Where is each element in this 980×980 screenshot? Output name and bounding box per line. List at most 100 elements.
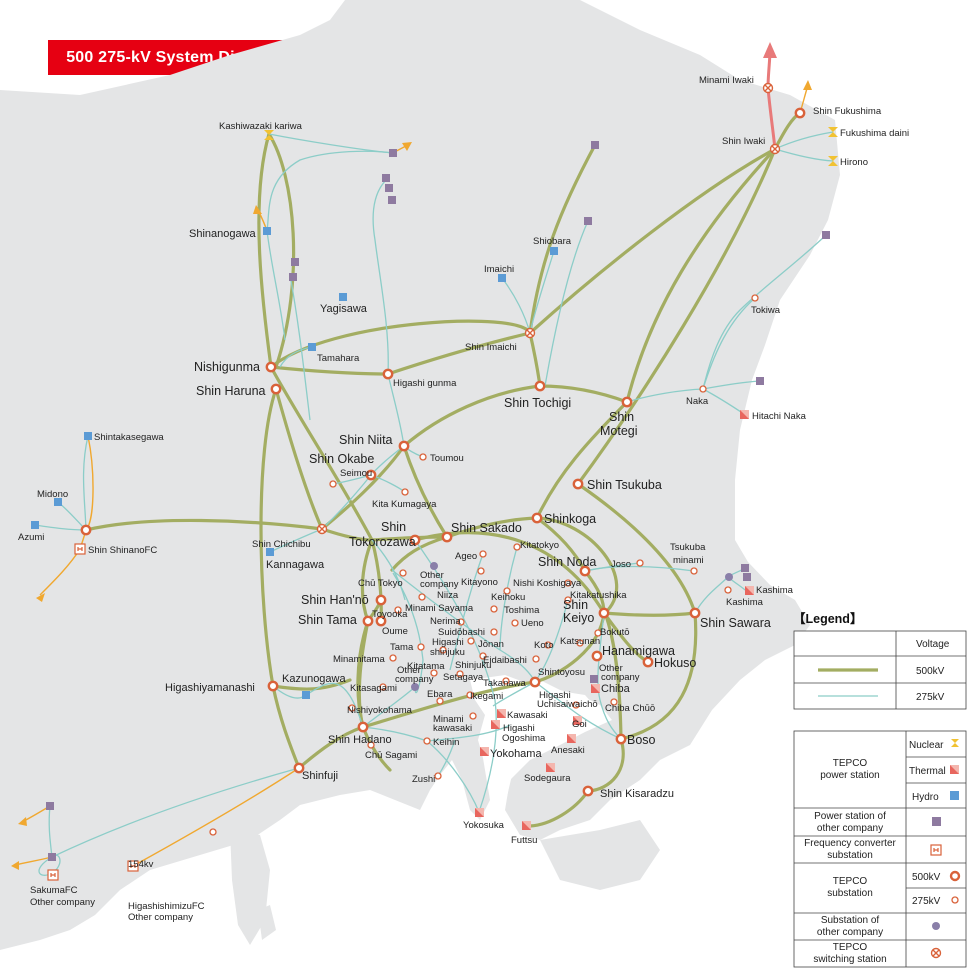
legend: 【Legend】 Voltage 500kV 275kV [793, 611, 967, 968]
hydro-shinanogawa [263, 227, 271, 235]
label-zushi: Zushi [412, 774, 435, 785]
node-ebara [436, 697, 444, 705]
legend-switch-1: TEPCO [833, 942, 868, 953]
label-shin-sakado: Shin Sakado [451, 521, 522, 535]
nuclear-kashiwazaki [264, 130, 274, 140]
line275-iwaki-fukushima [774, 131, 834, 150]
hydro-kannagawa [266, 548, 274, 556]
line-shinhadano-shintoyosu [361, 680, 537, 729]
label-shin-motegi-1: Shin [609, 410, 634, 424]
node-shin-fukushima [794, 107, 806, 119]
thermal-futtsu [522, 821, 531, 830]
label-chu-tokyo: Chū Tokyo [358, 578, 403, 589]
node-other-company-2 [411, 683, 419, 691]
label-minami-iwaki: Minami Iwaki [699, 75, 754, 86]
label-suidobashi: Suidōbashi [438, 627, 485, 638]
other-power-3 [385, 184, 393, 192]
other-power-10 [756, 377, 764, 385]
label-toshima: Toshima [504, 605, 540, 616]
line275-metro-b [414, 539, 497, 813]
label-hanamigawa: Hanamigawa [602, 644, 675, 658]
legend-freq-2: substation [827, 850, 873, 861]
label-futtsu: Futtsu [511, 835, 537, 846]
node-chu-sagami [367, 741, 375, 749]
node-kitatokyo [513, 543, 521, 551]
label-shin-iwaki: Shin Iwaki [722, 136, 765, 147]
label-kitayono: Kitayono [461, 577, 498, 588]
line-shinkisaradzu-futtsu [528, 789, 590, 828]
legend-nuclear: Nuclear [909, 740, 944, 751]
label-shin-hanno: Shin Han'nō [301, 593, 369, 607]
line275-shintakasegawa [82, 435, 89, 531]
label-shintakasegawa: Shintakasegawa [94, 432, 164, 443]
arrow-shinano-south [36, 593, 45, 602]
hydro-yagisawa [339, 293, 347, 301]
node-zushi [434, 772, 442, 780]
line275-yagisawa [289, 274, 311, 421]
legend-500kv: 500kV [916, 666, 945, 677]
thermal-anesaki [567, 734, 576, 743]
legend-nuclear-icon [951, 739, 959, 747]
line-shinniita-shinchichibu [320, 444, 406, 531]
node-jonan [467, 637, 475, 645]
line-kashiwazaki-nishigunma-a [257, 132, 273, 369]
line275-coast [702, 234, 827, 390]
node-shin-tochigi [534, 380, 546, 392]
node-eidaibashi [532, 655, 540, 663]
label-other-company-2a: Other [599, 663, 623, 674]
thermal-yokosuka [475, 808, 484, 817]
land-mass [0, 0, 840, 950]
node-154kv [209, 828, 217, 836]
line-shinmotegi-shinkoga [535, 400, 629, 520]
label-nishi-koshigaya: Nishi Koshigaya [513, 578, 582, 589]
label-ogoshima: Ogoshima [502, 733, 546, 744]
node-ageo [479, 550, 487, 558]
hydro-imaichi [498, 274, 506, 282]
line-shinimaichi-north [528, 143, 597, 335]
thermal-chiba [591, 684, 600, 693]
node-naka [699, 385, 707, 393]
node-chu-tokyo [399, 569, 407, 577]
node-higashi-gunma [382, 368, 394, 380]
node-shin-sakado [441, 531, 453, 543]
legend-other-power-2: other company [817, 823, 883, 834]
node-minamitama [389, 654, 397, 662]
line-shinmotegi-shintochigi [538, 384, 629, 404]
node-kitakatushika [564, 596, 572, 604]
node-shin-imaichi [524, 327, 536, 339]
node-nishigunma [265, 361, 277, 373]
line275-metro-l [426, 724, 511, 742]
label-kita-kumagaya: Kita Kumagaya [372, 499, 437, 510]
line-haruna-shinchichibu [274, 387, 324, 531]
label-bokuto: Bokutō [600, 627, 630, 638]
node-shinfuji [293, 762, 305, 774]
label-shin-keiyo-2: Keiyo [563, 611, 594, 625]
node-minami-iwaki [762, 82, 774, 94]
nuclear-fukushima-daini [828, 127, 838, 137]
other-power-5 [291, 258, 299, 266]
label-joso: Joso [611, 559, 631, 570]
label-keihin: Keihin [433, 737, 459, 748]
line275-minamitama [371, 539, 406, 601]
label-ikegami: Ikegami [470, 691, 503, 702]
legend-tepco-power-2: power station [820, 770, 879, 781]
label-niiza: Niiza [437, 590, 459, 601]
legend-tepco-sub-1: TEPCO [833, 876, 868, 887]
line275-metro-a [391, 569, 536, 683]
node-koto [544, 641, 552, 649]
arrow-shinanogawa [253, 205, 262, 214]
label-shin-imaichi: Shin Imaichi [465, 342, 517, 353]
label-higashi-1: Higashi [539, 690, 571, 701]
node-seimou [329, 480, 337, 488]
node-bokuto [594, 629, 602, 637]
label-shintoyosu: Shintoyosu [538, 667, 585, 678]
arrow-sakuma-upleft [18, 817, 27, 826]
label-shin-haruna: Shin Haruna [196, 384, 266, 398]
node-toshima [490, 605, 498, 613]
line275-kazunogawa-metro [305, 682, 364, 728]
line275-metro-d [499, 546, 518, 651]
line-shiniwaki-shinmotegi [625, 147, 777, 404]
label-shin-hadano: Shin Hadano [328, 734, 392, 746]
node-kitasagami [379, 683, 387, 691]
